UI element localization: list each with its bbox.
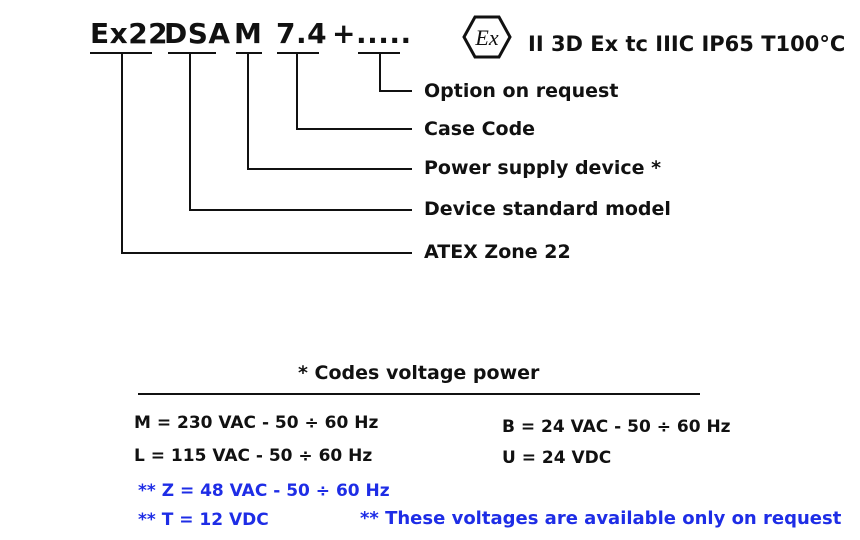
connector-power-h xyxy=(247,168,412,170)
code-ex22: Ex22 xyxy=(90,17,169,50)
connector-model-v xyxy=(189,53,191,210)
code-m: M xyxy=(234,17,263,50)
connector-zone-h xyxy=(121,252,412,254)
label-model: Device standard model xyxy=(424,198,671,220)
connector-zone-v xyxy=(121,53,123,253)
connector-option-h xyxy=(379,90,412,92)
connector-case-v xyxy=(296,53,298,129)
voltage-code-z: ** Z = 48 VAC - 50 ÷ 60 Hz xyxy=(138,481,390,501)
label-case: Case Code xyxy=(424,118,536,140)
label-zone: ATEX Zone 22 xyxy=(424,241,571,263)
connector-case-h xyxy=(296,128,412,130)
voltage-code-l: L = 115 VAC - 50 ÷ 60 Hz xyxy=(134,446,373,466)
connector-option-v xyxy=(379,53,381,91)
atex-marking: II 3D Ex tc IIIC IP65 T100°C xyxy=(528,32,846,56)
connector-power-v xyxy=(247,53,249,169)
voltage-title: * Codes voltage power xyxy=(298,362,540,384)
voltage-code-u: U = 24 VDC xyxy=(502,448,612,468)
code-case: 7.4 xyxy=(276,17,328,50)
code-option: +..... xyxy=(332,17,412,50)
ex-hexagon-icon: Ex xyxy=(462,15,512,59)
label-option: Option on request xyxy=(424,80,619,102)
connector-model-h xyxy=(189,209,412,211)
code-dsa: DSA xyxy=(164,17,231,50)
voltage-code-b: B = 24 VAC - 50 ÷ 60 Hz xyxy=(502,417,731,437)
label-power: Power supply device * xyxy=(424,157,662,179)
underline-case xyxy=(277,52,319,54)
svg-text:Ex: Ex xyxy=(474,25,498,50)
voltage-code-t: ** T = 12 VDC xyxy=(138,510,269,530)
voltage-code-m: M = 230 VAC - 50 ÷ 60 Hz xyxy=(134,413,379,433)
underline-dsa xyxy=(168,52,216,54)
underline-m xyxy=(236,52,262,54)
voltage-divider xyxy=(138,393,700,395)
on-request-note: ** These voltages are available only on … xyxy=(360,508,842,529)
